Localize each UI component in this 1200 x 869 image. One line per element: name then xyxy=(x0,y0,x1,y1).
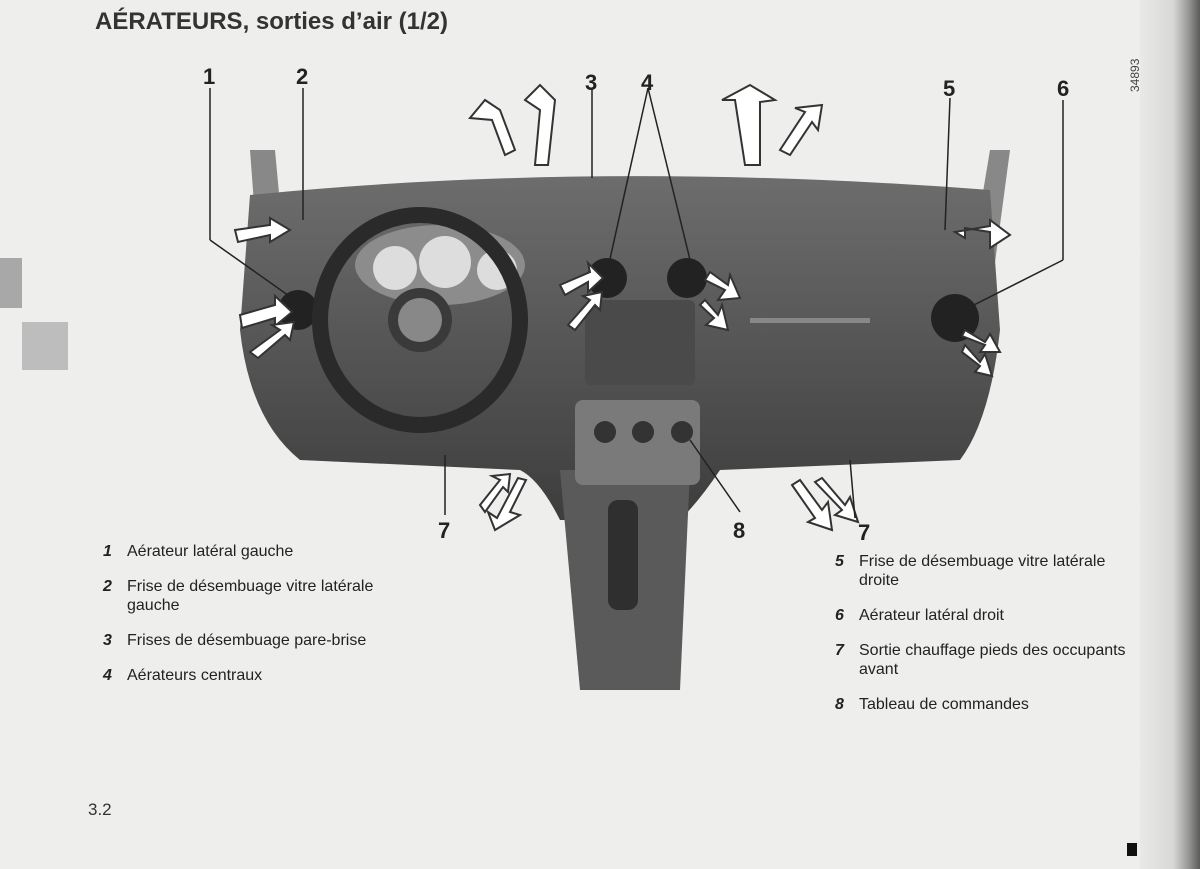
end-of-section-marker xyxy=(1127,843,1137,856)
right-vent xyxy=(931,294,979,342)
radio xyxy=(585,300,695,385)
callout-4: 4 xyxy=(641,70,654,95)
callout-6: 6 xyxy=(1057,76,1070,101)
callout-7-right: 7 xyxy=(858,520,871,545)
chapter-tab xyxy=(22,322,68,370)
center-vent-right xyxy=(667,258,707,298)
dashboard-illustration xyxy=(209,83,1064,690)
callout-lines xyxy=(209,87,1064,519)
center-vent-left xyxy=(587,258,627,298)
airflow-arrows xyxy=(233,83,1012,532)
callout-3: 3 xyxy=(585,70,598,95)
gear-lever xyxy=(608,500,638,610)
callout-5: 5 xyxy=(943,76,956,101)
page-number: 3.2 xyxy=(88,800,112,819)
chapter-tab xyxy=(0,258,22,308)
callout-2: 2 xyxy=(296,64,309,89)
callout-8: 8 xyxy=(733,518,746,543)
glovebox-handle xyxy=(750,318,870,323)
steering-wheel xyxy=(312,207,528,433)
left-vent xyxy=(278,290,318,330)
callout-1: 1 xyxy=(203,64,216,89)
page-title: AÉRATEURS, sorties d’air (1/2) xyxy=(95,8,448,35)
page-binding-shadow xyxy=(1140,0,1200,869)
callout-7-left: 7 xyxy=(438,518,451,543)
